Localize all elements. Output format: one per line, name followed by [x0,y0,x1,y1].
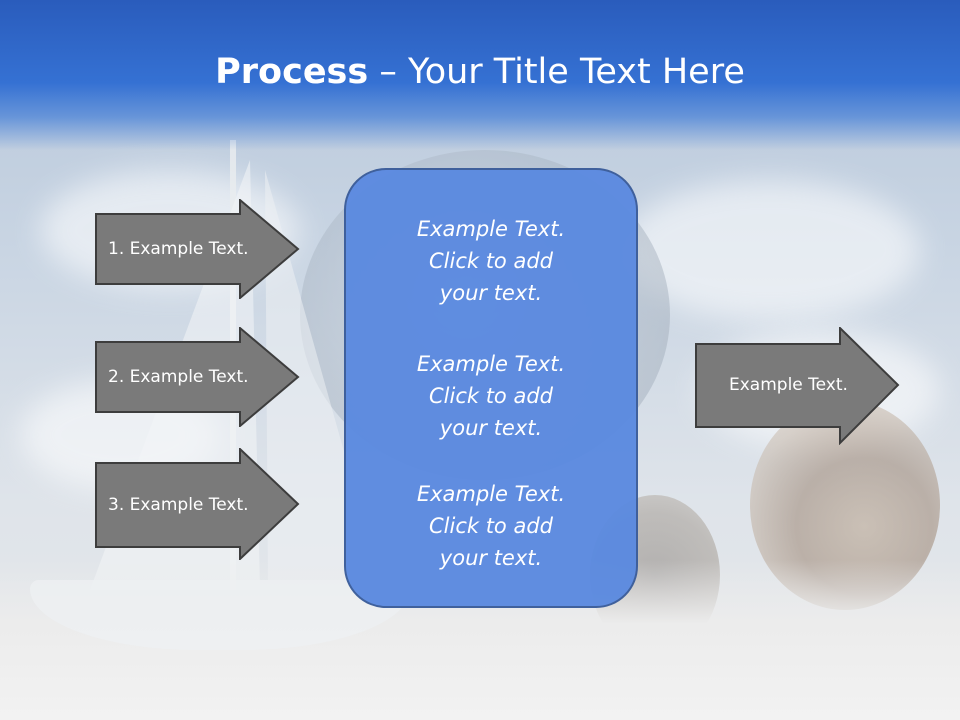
center-text-line: Example Text. [416,352,566,376]
center-text-line: your text. [439,416,543,440]
title-rest: – Your Title Text Here [368,52,745,92]
center-text-line: your text. [439,281,543,305]
header-bar [0,0,960,150]
center-text-line: Click to add [428,514,553,538]
arrow-label-3: 3. Example Text. [108,495,249,515]
process-arrow-1[interactable]: 1. Example Text. [95,199,300,299]
arrow-shape-icon [695,327,900,445]
arrow-shape-icon [95,199,300,299]
center-text-block-3[interactable]: Example Text. Click to add your text. [344,478,638,574]
process-arrow-2[interactable]: 2. Example Text. [95,327,300,427]
arrow-shape-icon [95,448,300,560]
page-title[interactable]: Process – Your Title Text Here [0,52,960,92]
arrow-shape-icon [95,327,300,427]
arrow-label-2: 2. Example Text. [108,367,249,387]
cloud [620,180,920,320]
center-text-line: Example Text. [416,482,566,506]
center-text-line: your text. [439,546,543,570]
arrow-label-1: 1. Example Text. [108,239,249,259]
process-arrow-output[interactable]: Example Text. [695,327,900,445]
title-bold: Process [215,52,369,92]
center-text-line: Click to add [428,384,553,408]
process-arrow-3[interactable]: 3. Example Text. [95,448,300,560]
center-text-box[interactable] [344,168,638,608]
center-text-line: Example Text. [416,217,566,241]
center-text-block-1[interactable]: Example Text. Click to add your text. [344,213,638,309]
center-text-line: Click to add [428,249,553,273]
center-text-block-2[interactable]: Example Text. Click to add your text. [344,348,638,444]
arrow-label-output: Example Text. [729,375,848,395]
